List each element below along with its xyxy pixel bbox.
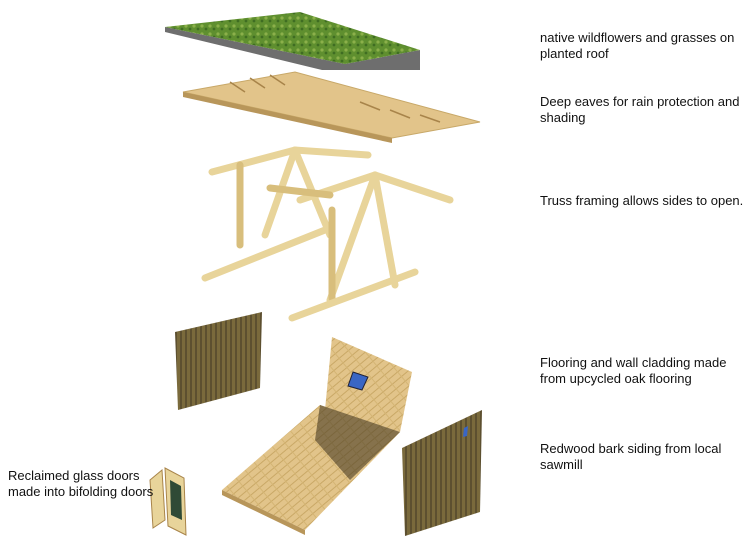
label-planted-roof: native wildflowers and grasses on plante…: [540, 30, 735, 61]
oak-floor-and-back-wall: [222, 337, 412, 535]
bifolding-doors: [149, 467, 187, 536]
roof-eaves: [182, 71, 481, 143]
label-deep-eaves: Deep eaves for rain protection and shadi…: [540, 94, 740, 125]
truss-frame: [201, 146, 454, 322]
left-bark-wall: [175, 312, 262, 410]
planted-roof: [165, 12, 420, 70]
label-oak-flooring: Flooring and wall cladding made from upc…: [540, 355, 727, 386]
label-redwood-siding: Redwood bark siding from local sawmill: [540, 441, 722, 472]
right-bark-wall: [402, 410, 482, 536]
label-glass-doors: Reclaimed glass doors made into bifoldin…: [8, 468, 154, 499]
label-truss-framing: Truss framing allows sides to open.: [540, 193, 744, 208]
